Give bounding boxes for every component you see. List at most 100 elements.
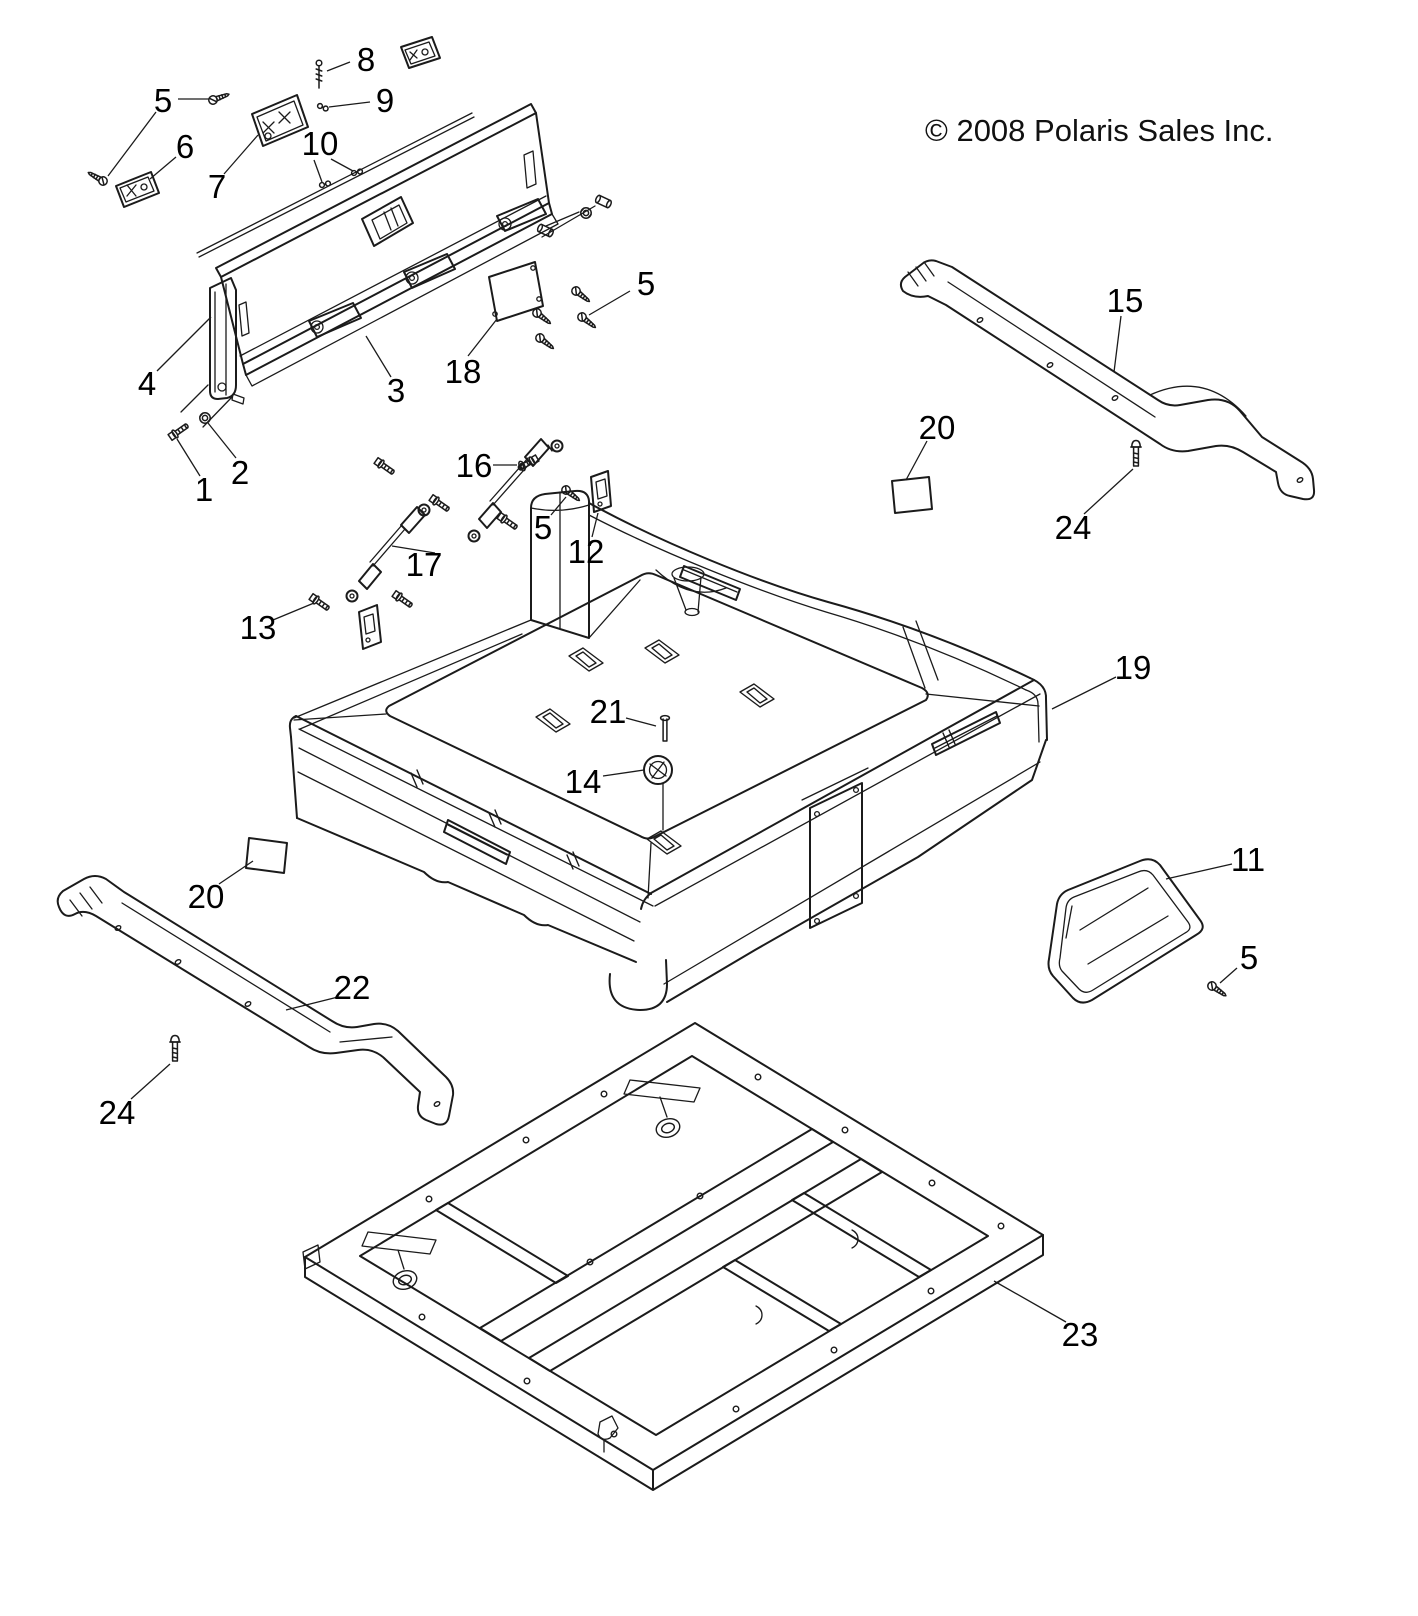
floor-hatch bbox=[568, 647, 604, 672]
hw-clip bbox=[318, 180, 332, 189]
box-door-panel bbox=[801, 767, 869, 929]
callout-2[interactable]: 2 bbox=[231, 454, 249, 491]
bracket22-hole bbox=[244, 1001, 252, 1007]
rim-tab bbox=[410, 769, 424, 788]
box-frame-23 bbox=[302, 1022, 1044, 1491]
callout-17[interactable]: 17 bbox=[406, 546, 443, 583]
bracket15-hole bbox=[1111, 395, 1119, 401]
callout-10[interactable]: 10 bbox=[302, 125, 339, 162]
hw-bolt bbox=[391, 589, 413, 608]
callout-9[interactable]: 9 bbox=[376, 82, 394, 119]
leader-line bbox=[591, 512, 599, 538]
frame-bolt-hole bbox=[425, 1195, 433, 1203]
callout-1[interactable]: 1 bbox=[195, 471, 213, 508]
hw-bolt bbox=[167, 423, 189, 442]
callout-7[interactable]: 7 bbox=[208, 168, 226, 205]
warning-label-top bbox=[400, 36, 441, 69]
leader-line bbox=[550, 496, 567, 516]
hw-pin21 bbox=[659, 714, 671, 742]
callout-14[interactable]: 14 bbox=[565, 763, 602, 800]
callout-5[interactable]: 5 bbox=[154, 82, 172, 119]
leader-line bbox=[328, 101, 371, 108]
leader-line bbox=[1113, 315, 1122, 373]
leader-line bbox=[1083, 468, 1134, 515]
leader-line bbox=[1219, 967, 1238, 984]
support-bracket-22 bbox=[56, 875, 455, 1126]
leader-line bbox=[326, 61, 351, 72]
callout-15[interactable]: 15 bbox=[1107, 282, 1144, 319]
callout-3[interactable]: 3 bbox=[387, 372, 405, 409]
floor-hatch bbox=[644, 639, 680, 664]
cable-strap-17 bbox=[345, 503, 431, 603]
frame-bolt-hole bbox=[754, 1073, 762, 1081]
leader-line bbox=[330, 158, 354, 172]
access-plate-18 bbox=[488, 261, 544, 322]
frame-bolt-hole bbox=[997, 1222, 1005, 1230]
callout-11[interactable]: 11 bbox=[1231, 841, 1265, 878]
bracket15-hole bbox=[1046, 362, 1054, 368]
leader-line bbox=[107, 111, 157, 177]
callout-8[interactable]: 8 bbox=[357, 41, 375, 78]
callout-20[interactable]: 20 bbox=[919, 409, 956, 446]
floor-hatch bbox=[739, 683, 775, 708]
callout-12[interactable]: 12 bbox=[568, 533, 605, 570]
latch-bracket-13 bbox=[358, 604, 382, 650]
callout-5[interactable]: 5 bbox=[534, 509, 552, 546]
callout-23[interactable]: 23 bbox=[1062, 1316, 1099, 1353]
callout-24[interactable]: 24 bbox=[99, 1094, 136, 1131]
warning-label-7 bbox=[251, 94, 309, 147]
hw-screw bbox=[532, 308, 552, 325]
copyright-notice: © 2008 Polaris Sales Inc. bbox=[925, 113, 1274, 148]
frame-bolt-hole bbox=[586, 1258, 594, 1266]
latch-bracket-12 bbox=[590, 470, 612, 513]
hw-bolt bbox=[517, 454, 540, 471]
leader-line bbox=[285, 996, 339, 1011]
warning-label-6 bbox=[115, 171, 160, 208]
hw-clip bbox=[316, 102, 329, 112]
callout-5[interactable]: 5 bbox=[637, 265, 655, 302]
leader-line bbox=[467, 318, 498, 357]
bracket15-hole bbox=[976, 317, 984, 323]
leader-line bbox=[207, 422, 237, 459]
hw-bolt bbox=[428, 493, 450, 512]
frame-grommet bbox=[655, 1117, 681, 1139]
frame-bolt-hole bbox=[418, 1313, 426, 1321]
bracket22-hole bbox=[433, 1101, 441, 1107]
leader-line bbox=[602, 769, 645, 777]
callout-19[interactable]: 19 bbox=[1115, 649, 1152, 686]
frame-bolt-hole bbox=[928, 1179, 936, 1187]
callout-5[interactable]: 5 bbox=[1240, 939, 1258, 976]
frame-bolt-hole bbox=[841, 1126, 849, 1134]
callout-13[interactable]: 13 bbox=[240, 609, 277, 646]
callout-16[interactable]: 16 bbox=[456, 447, 493, 484]
leader-line bbox=[905, 440, 928, 481]
hw-screw bbox=[208, 92, 230, 105]
leader-line bbox=[272, 602, 315, 621]
frame-bolt-hole bbox=[600, 1090, 608, 1098]
box-latch-14 bbox=[643, 755, 673, 831]
hw-vbolt bbox=[169, 1034, 181, 1062]
callout-6[interactable]: 6 bbox=[176, 128, 194, 165]
frame-grommet bbox=[392, 1269, 418, 1291]
leader-line bbox=[625, 717, 657, 727]
leader-line bbox=[1165, 863, 1233, 880]
leader-line bbox=[176, 438, 201, 477]
hw-vbolt bbox=[1130, 439, 1142, 467]
callout-21[interactable]: 21 bbox=[590, 693, 627, 730]
callout-18[interactable]: 18 bbox=[445, 353, 482, 390]
hardware-items bbox=[87, 59, 1227, 1062]
leader-line bbox=[313, 159, 323, 183]
corner-cap-11 bbox=[1047, 858, 1204, 1004]
callout-22[interactable]: 22 bbox=[334, 969, 371, 1006]
callout-24[interactable]: 24 bbox=[1055, 509, 1092, 546]
hw-screw bbox=[87, 171, 108, 186]
leader-line bbox=[223, 134, 259, 175]
leader-line bbox=[365, 335, 392, 378]
callout-4[interactable]: 4 bbox=[138, 365, 156, 402]
hw-pin bbox=[315, 59, 323, 89]
frame-bolt-hole bbox=[522, 1136, 530, 1144]
hw-screw bbox=[577, 312, 597, 329]
callout-20[interactable]: 20 bbox=[188, 878, 225, 915]
